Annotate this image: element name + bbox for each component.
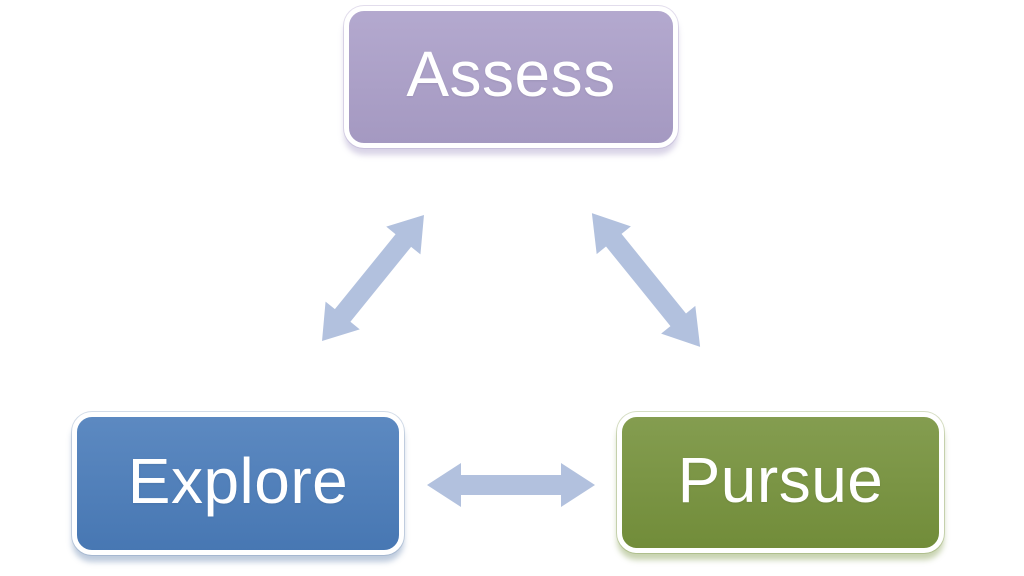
double-arrow-assess-explore-icon [303,200,442,356]
node-assess: Assess [344,6,678,148]
node-pursue-label: Pursue [677,443,884,516]
double-arrow-explore-pursue-icon [427,461,595,509]
double-arrow-assess-pursue-icon [573,198,719,362]
node-explore: Explore [72,412,404,555]
node-pursue: Pursue [617,412,944,553]
node-explore-label: Explore [127,444,349,517]
node-assess-label: Assess [406,38,616,110]
